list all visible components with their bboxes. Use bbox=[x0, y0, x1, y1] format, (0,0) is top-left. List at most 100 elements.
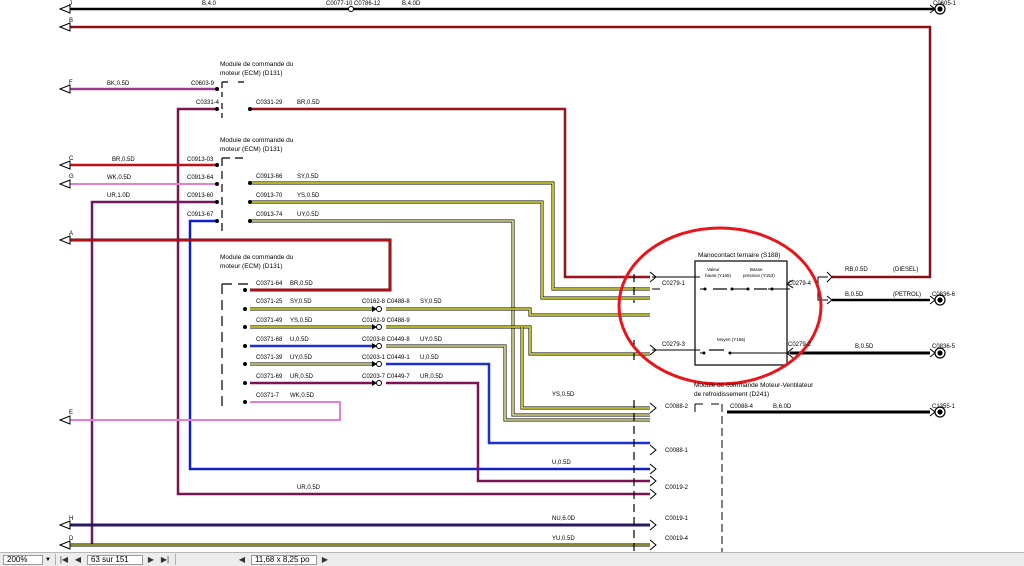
edge-letter-h: H bbox=[69, 516, 73, 522]
wire-purple-loop bbox=[176, 107, 650, 496]
scroll-left-icon[interactable]: ◀ bbox=[238, 555, 246, 564]
label-c0019-4: C0019-4 bbox=[665, 536, 689, 542]
label-ur05-a: UR,0.5D bbox=[290, 374, 314, 380]
scroll-right-icon[interactable]: ▶ bbox=[321, 555, 329, 564]
label-wk05: WK,0.5D bbox=[107, 175, 132, 181]
last-page-icon[interactable]: ▶| bbox=[160, 555, 170, 564]
label-c0279-1: C0279-1 bbox=[662, 281, 686, 287]
label-b40: B,4.0 bbox=[202, 1, 217, 7]
label-c0913-70: C0913-70 bbox=[256, 193, 283, 199]
edge-letter-e: E bbox=[69, 410, 73, 416]
edge-letter-g: G bbox=[69, 174, 74, 180]
fan-title-1: Module de commande Moteur-Ventilateur bbox=[694, 382, 814, 389]
label-diesel: (DIESEL) bbox=[893, 267, 918, 273]
label-b05-a: B,0.5D bbox=[845, 292, 864, 298]
wire-u-b bbox=[386, 362, 650, 445]
label-c0913-60: C0913-60 bbox=[187, 193, 214, 199]
divider bbox=[174, 554, 176, 565]
label-c0088-4: C0088-4 bbox=[730, 404, 754, 410]
label-uy05-a: UY,0.5D bbox=[297, 212, 320, 218]
switch-hv-2: haute (Y165) bbox=[705, 273, 732, 278]
label-b60: B,6.0D bbox=[773, 404, 792, 410]
label-c0913-03: C0913-03 bbox=[187, 157, 214, 163]
label-c0077: C0077-10 C0786-12 bbox=[326, 1, 381, 7]
zoom-value: 200% bbox=[7, 555, 28, 564]
label-c0371-68: C0371-68 bbox=[256, 337, 283, 343]
label-petrol: (PETROL) bbox=[893, 292, 921, 298]
label-c0279-4: C0279-4 bbox=[788, 281, 812, 287]
switch-lp-2: pression (Y153) bbox=[743, 273, 775, 278]
wiring-diagram: J B F C G A E H D bbox=[58, 1, 957, 552]
label-ys05-c: YS,0.5D bbox=[552, 392, 575, 398]
label-c0331-29: C0331-29 bbox=[256, 100, 283, 106]
next-page-icon[interactable]: ▶ bbox=[147, 555, 155, 564]
fan-title-2: de refroidissement (D241) bbox=[694, 391, 769, 398]
label-br05-b: BR,0.5D bbox=[290, 281, 313, 287]
label-c0162-8: C0162-8 C0488-8 bbox=[362, 299, 410, 305]
label-c1355-1: C1355-1 bbox=[932, 404, 956, 410]
label-c0019-2: C0019-2 bbox=[665, 485, 689, 491]
label-c0836-5: C0836-5 bbox=[932, 344, 956, 350]
label-c0913-64: C0913-64 bbox=[187, 175, 214, 181]
label-c0371-69: C0371-69 bbox=[256, 374, 283, 380]
zoom-dropdown-icon[interactable]: ▼ bbox=[45, 556, 51, 563]
edge-letter-a: A bbox=[69, 231, 73, 237]
highlight-circle bbox=[617, 226, 823, 386]
zoom-field[interactable]: 200% bbox=[3, 554, 43, 565]
label-c0203-1: C0203-1 C0449-1 bbox=[362, 355, 410, 361]
switch-hv-1: Valeur bbox=[707, 267, 720, 272]
label-c0603-9: C0603-9 bbox=[191, 81, 215, 87]
label-b40b: B,4.0D bbox=[402, 1, 421, 7]
switch-lp-1: Basse bbox=[750, 267, 763, 272]
edge-letter-c: C bbox=[69, 156, 74, 162]
edge-letter-d: D bbox=[69, 536, 74, 542]
label-c0203-7: C0203-7 C0449-7 bbox=[362, 374, 410, 380]
switch-mid: Moyen (Y166) bbox=[717, 337, 746, 342]
prev-page-icon[interactable]: ◀ bbox=[74, 555, 82, 564]
label-c0371-7: C0371-7 bbox=[256, 393, 280, 399]
ecm1-title-1: Module de commande du bbox=[220, 61, 294, 68]
wire-ur10 bbox=[90, 200, 217, 545]
label-c0913-66: C0913-66 bbox=[256, 174, 283, 180]
label-b05-b: B,0.5D bbox=[855, 344, 874, 350]
ecm2-title-1: Module de commande du bbox=[220, 137, 294, 144]
label-ur10: UR,1.0D bbox=[107, 193, 131, 199]
ecm3-title-1: Module de commande du bbox=[220, 254, 294, 261]
label-br05-c: BR,0.5D bbox=[112, 157, 135, 163]
label-c0371-49: C0371-49 bbox=[256, 318, 283, 324]
first-page-icon[interactable]: |◀ bbox=[59, 555, 69, 564]
label-c0279-3: C0279-3 bbox=[662, 342, 686, 348]
page-size-value: 11,68 x 8,25 po bbox=[254, 555, 310, 564]
label-rb05: RB,0.5D bbox=[845, 267, 868, 273]
label-c0913-74: C0913-74 bbox=[256, 212, 283, 218]
edge-letter-j: J bbox=[69, 1, 72, 7]
wire-sy-c bbox=[386, 307, 650, 317]
wire-b bbox=[70, 25, 932, 279]
label-u05-a: U,0.5D bbox=[290, 337, 309, 343]
label-c0088-2: C0088-2 bbox=[665, 404, 689, 410]
label-uy05-b: UY,0.5D bbox=[420, 337, 443, 343]
label-c0371-39: C0371-39 bbox=[256, 355, 283, 361]
label-sy05-b: SY,0.5D bbox=[290, 299, 312, 305]
label-ur05-b: UR,0.5D bbox=[420, 374, 444, 380]
label-ur05-c: UR,0.5D bbox=[297, 485, 321, 491]
label-ys05-a: YS,0.5D bbox=[297, 193, 320, 199]
ecm2-title-2: moteur (ECM) (D131) bbox=[220, 146, 282, 153]
label-c0605: C0605-1 bbox=[933, 1, 957, 7]
switch-title: Manocontact ternaire (S188) bbox=[698, 252, 780, 259]
label-c0279-2: C0279-2 bbox=[788, 342, 812, 348]
wire-ur-b bbox=[386, 381, 650, 483]
page-field[interactable]: 63 sur 151 bbox=[86, 554, 143, 565]
label-c0913-67: C0913-67 bbox=[187, 212, 214, 218]
label-c0371-64: C0371-64 bbox=[256, 281, 283, 287]
ecm3-title-2: moteur (ECM) (D131) bbox=[220, 263, 282, 270]
label-c0162-9: C0162-9 C0488-9 bbox=[362, 318, 410, 324]
label-c0331-4: C0331-4 bbox=[196, 100, 220, 106]
label-u05-c: U,0.5D bbox=[552, 460, 571, 466]
wire-ys-fan bbox=[520, 327, 650, 410]
wire-e bbox=[70, 401, 341, 421]
label-u05-b: U,0.5D bbox=[420, 355, 439, 361]
label-bk05: BK,0.5D bbox=[107, 81, 130, 87]
label-wk05-b: WK,0.5D bbox=[290, 393, 315, 399]
ecm1-title-2: moteur (ECM) (D131) bbox=[220, 70, 282, 77]
